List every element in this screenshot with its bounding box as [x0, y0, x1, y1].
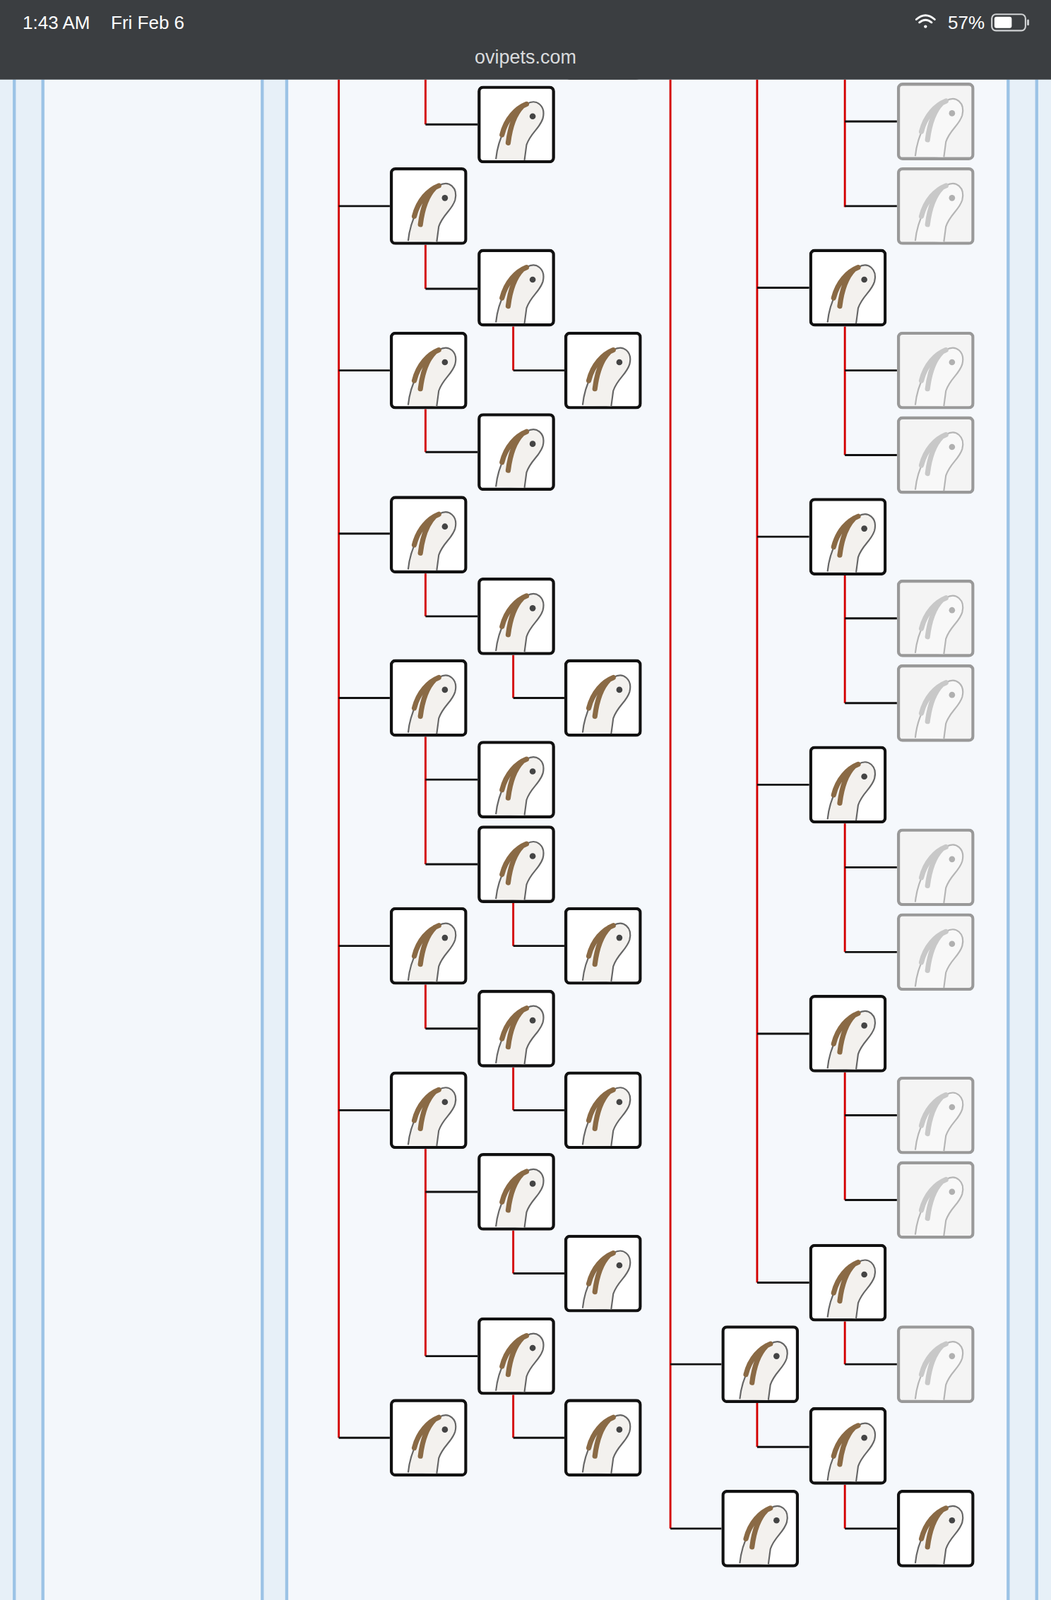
gene-tile-grey [898, 1163, 973, 1238]
gene-tile [810, 499, 886, 574]
gene-tile-grey [898, 830, 973, 905]
gene-tile-grey [898, 333, 973, 408]
gene-tile [810, 1409, 886, 1484]
gene-tile [723, 1491, 798, 1566]
gene-tile [810, 747, 886, 823]
gene-tile [565, 909, 640, 984]
gene-tile [478, 1154, 554, 1229]
content-panel [287, 79, 1008, 1600]
gene-tile [391, 497, 466, 573]
gene-tile-grey [898, 581, 973, 656]
gene-tile [565, 1400, 640, 1475]
gene-tile-grey [898, 666, 973, 741]
battery-icon [991, 14, 1030, 31]
gene-tile [391, 909, 466, 984]
gene-tile-grey [898, 915, 973, 990]
gene-tile [810, 250, 886, 325]
battery-percent: 57% [947, 12, 985, 34]
gene-tile [810, 996, 886, 1071]
gene-tile-grey [898, 1327, 973, 1402]
gene-tile [565, 1073, 640, 1148]
gene-tiles [391, 3, 973, 1567]
gene-tile-grey [898, 1078, 973, 1153]
gene-tile [478, 1319, 554, 1394]
gene-tile [898, 1491, 973, 1566]
panel-border [14, 79, 1037, 1600]
tree-line-black [339, 121, 898, 1530]
gene-tile [391, 333, 466, 408]
gene-tile [565, 1236, 640, 1311]
gene-tile-grey [898, 84, 973, 159]
gene-tile [478, 742, 554, 817]
wifi-icon [916, 15, 935, 29]
gene-tile [391, 1400, 466, 1475]
gene-tile [478, 250, 554, 325]
gene-tile [810, 1245, 886, 1321]
gene-tile-grey [898, 418, 973, 493]
gene-tile [391, 1073, 466, 1148]
status-time: 1:43 AM [22, 12, 90, 34]
gene-tile [391, 661, 466, 736]
status-bar [0, 0, 1051, 80]
gene-tile [478, 414, 554, 489]
side-panel [45, 79, 262, 1600]
gene-tile [565, 661, 640, 736]
gene-tile [565, 333, 640, 408]
gene-tile [391, 168, 466, 243]
gene-tile-grey [898, 168, 973, 243]
gene-tile [478, 579, 554, 654]
url-text: ovipets.com [474, 46, 577, 68]
gene-tile [478, 87, 554, 162]
gene-tile [478, 991, 554, 1066]
status-date: Fri Feb 6 [110, 12, 185, 34]
gene-tile [723, 1327, 798, 1402]
tree-line-red [339, 79, 846, 1530]
gene-tile [478, 827, 554, 902]
